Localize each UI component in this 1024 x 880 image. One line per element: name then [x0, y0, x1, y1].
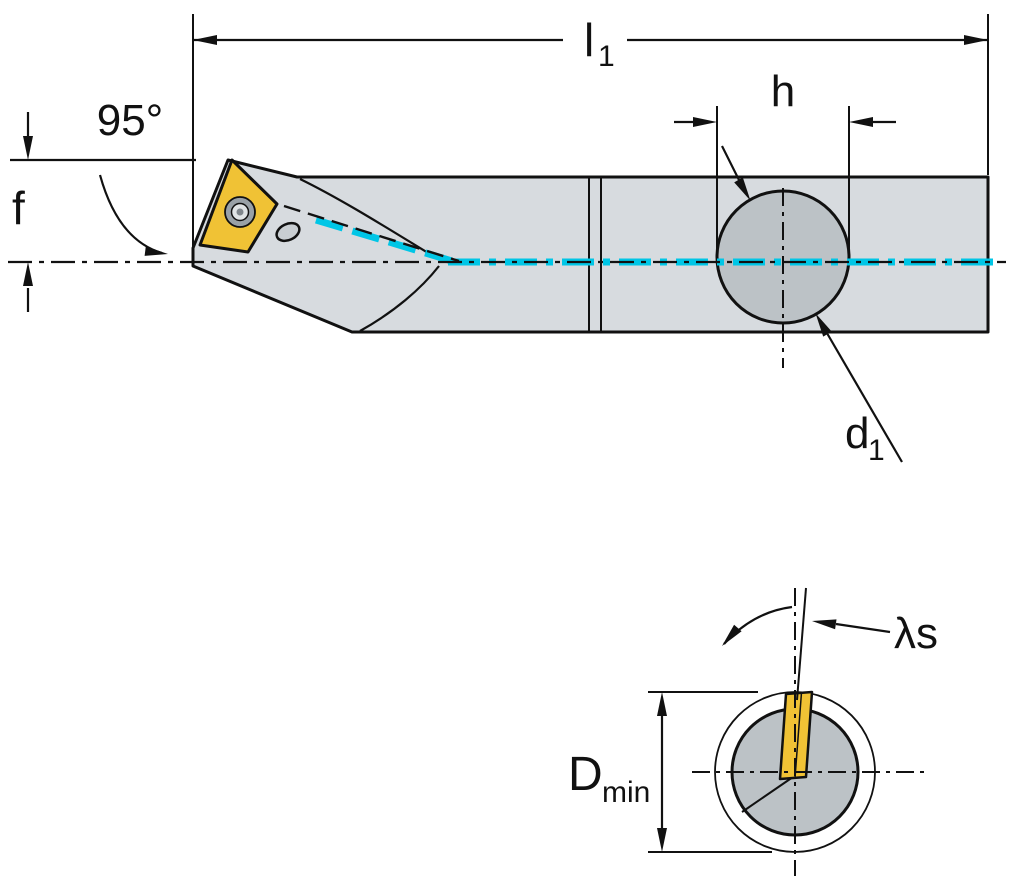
- label-lambda-s: λs: [894, 609, 938, 658]
- label-d1: d: [845, 409, 869, 458]
- dimension-line: [721, 145, 740, 181]
- label-h: h: [771, 67, 795, 116]
- arrowhead: [722, 624, 742, 646]
- dimension-entering-angle: 95°: [97, 96, 168, 256]
- dimension-dmin: D min: [568, 691, 772, 853]
- dimension-l1: l 1: [192, 14, 989, 262]
- coolant-channel-diagonal: [314, 216, 454, 265]
- arrowhead: [964, 35, 988, 45]
- inclined-reference-line: [796, 587, 807, 701]
- dimension-h: h: [674, 67, 896, 250]
- arrowhead: [144, 246, 168, 256]
- arrowhead: [734, 177, 751, 201]
- arrowhead: [849, 117, 873, 127]
- insert-screw-core: [236, 208, 244, 216]
- dimension-f: f: [10, 112, 196, 312]
- dimension-line: [826, 333, 903, 463]
- arrowhead: [657, 692, 667, 716]
- seat-line: [741, 776, 794, 813]
- label-entering-angle: 95°: [97, 96, 164, 145]
- label-l1: l: [584, 14, 594, 66]
- dimension-d1: d 1: [721, 145, 903, 467]
- label-dmin-sub: min: [602, 776, 650, 809]
- arrowhead: [193, 35, 217, 45]
- leader-line: [835, 622, 891, 634]
- dimension-lambda-s: λs: [722, 587, 938, 701]
- angle-arc: [98, 174, 163, 255]
- arrowhead: [812, 619, 837, 630]
- arrowhead: [693, 117, 717, 127]
- label-l1-sub: 1: [598, 40, 615, 73]
- label-f: f: [12, 182, 25, 234]
- label-d1-sub: 1: [868, 434, 885, 467]
- arrowhead: [815, 313, 832, 337]
- label-dmin: D: [568, 748, 603, 801]
- coolant-channel-outline-dashed: [283, 204, 460, 263]
- head-transition-lower: [359, 265, 440, 332]
- insert-edge-line: [794, 692, 803, 779]
- head-transition-upper: [299, 178, 439, 260]
- arrowhead: [23, 136, 33, 160]
- pocket-clamp-detail: [275, 221, 301, 243]
- arrowhead: [23, 262, 33, 286]
- side-view: l 1 95° f h: [8, 14, 1006, 467]
- arrowhead: [657, 828, 667, 852]
- end-view: λs D min: [568, 587, 938, 876]
